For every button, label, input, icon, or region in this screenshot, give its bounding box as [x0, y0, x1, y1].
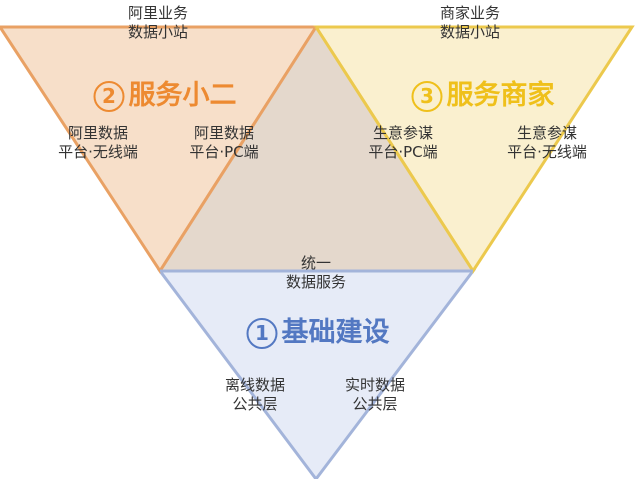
merchant-item-mobile-line1: 生意参谋 — [516, 124, 577, 142]
merchant-item-pc-line2: 平台·PC端 — [368, 143, 438, 161]
service-item-mobile-line2: 平台·无线端 — [58, 143, 138, 161]
base-title-text: 基础建设 — [281, 317, 390, 348]
top-right-label: 商家业务 数据小站 — [440, 4, 500, 42]
merchant-item-pc: 生意参谋 平台·PC端 — [368, 124, 437, 162]
center-label-line2: 数据服务 — [285, 273, 347, 291]
merchant-title: 3 服务商家 — [411, 80, 555, 112]
merchant-number-badge: 3 — [411, 80, 443, 112]
merchant-item-mobile-line2: 平台·无线端 — [507, 143, 587, 161]
center-label-line1: 统一 — [300, 254, 332, 272]
base-item-realtime-line2: 公共层 — [352, 395, 398, 413]
top-right-label-line1: 商家业务 — [439, 4, 501, 22]
top-left-label-line1: 阿里业务 — [127, 4, 189, 22]
base-item-offline: 离线数据 公共层 — [225, 376, 285, 414]
merchant-item-mobile: 生意参谋 平台·无线端 — [507, 124, 587, 162]
base-item-offline-line2: 公共层 — [232, 395, 278, 413]
base-number-badge: 1 — [246, 317, 278, 349]
service-item-pc-line1: 阿里数据 — [193, 124, 255, 142]
service-item-pc-line2: 平台·PC端 — [189, 143, 259, 161]
service-item-pc: 阿里数据 平台·PC端 — [189, 124, 258, 162]
service-title-text: 服务小二 — [128, 80, 237, 111]
base-item-realtime-line1: 实时数据 — [344, 376, 406, 394]
top-left-label-line2: 数据小站 — [127, 23, 189, 41]
service-inner-edge — [158, 26, 318, 272]
top-left-label: 阿里业务 数据小站 — [128, 4, 188, 42]
shared-center-region — [160, 27, 473, 271]
base-item-realtime: 实时数据 公共层 — [345, 376, 405, 414]
merchant-item-pc-line1: 生意参谋 — [372, 124, 434, 142]
service-number-badge: 2 — [93, 80, 125, 112]
service-title: 2 服务小二 — [93, 80, 237, 112]
top-right-label-line2: 数据小站 — [439, 23, 501, 41]
service-item-mobile-line1: 阿里数据 — [67, 124, 128, 142]
base-triangle — [157, 269, 477, 479]
service-item-mobile: 阿里数据 平台·无线端 — [58, 124, 138, 162]
merchant-inner-edge — [314, 26, 475, 272]
base-item-offline-line1: 离线数据 — [224, 376, 286, 394]
center-label: 统一 数据服务 — [286, 254, 346, 292]
base-title: 1 基础建设 — [246, 317, 390, 349]
merchant-title-text: 服务商家 — [446, 80, 555, 111]
